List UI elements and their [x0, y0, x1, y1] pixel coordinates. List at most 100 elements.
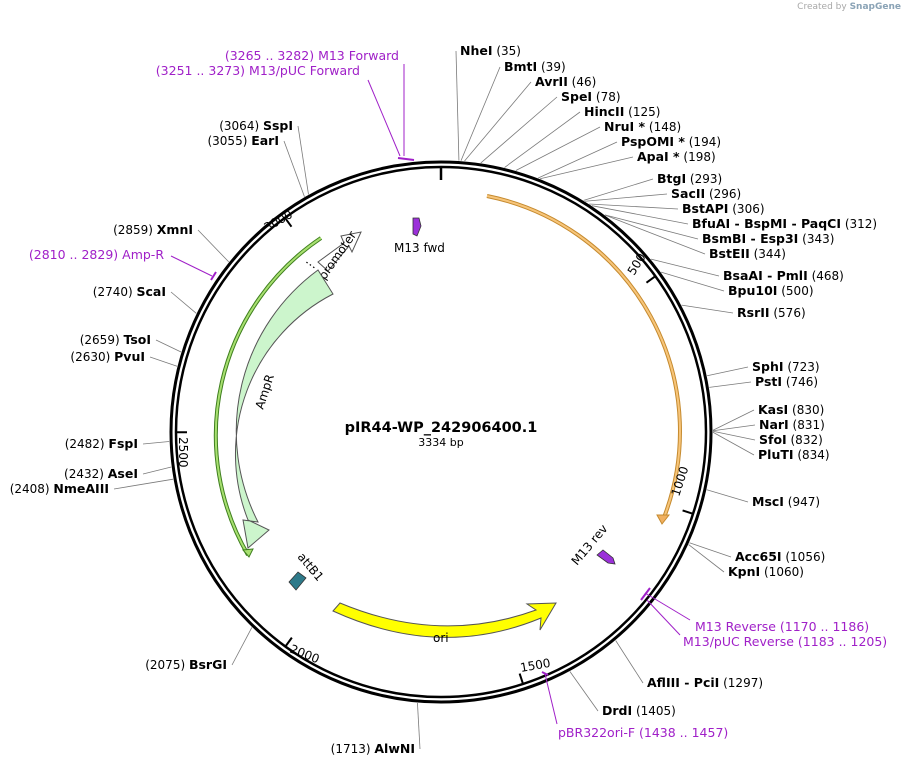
- site-leader: [709, 382, 751, 387]
- feature-ampr-label: AmpR: [253, 372, 277, 410]
- site-name: PvuI: [114, 349, 145, 364]
- insert-arc: [487, 196, 680, 520]
- site-name: BstEII: [709, 246, 750, 261]
- site-name: RsrII: [737, 305, 770, 320]
- primer-label: (3265 .. 3282) M13 Forward: [225, 48, 399, 63]
- primer-label: pBR322ori-F (1438 .. 1457): [558, 725, 728, 740]
- primer-name: pBR322ori-F: [558, 725, 639, 740]
- insert-arc-arrowhead: [657, 515, 669, 524]
- site-label: (2408) NmeAIII: [10, 481, 109, 496]
- site-leader: [504, 112, 580, 168]
- site-name: NheI: [460, 43, 493, 58]
- site-name: BsaAI - PmlI: [723, 268, 808, 283]
- site-position: (46): [568, 75, 596, 89]
- site-name: NarI: [759, 417, 789, 432]
- primer-range: (3251 .. 3273): [156, 63, 249, 78]
- amp-region-arrowhead: [243, 549, 253, 557]
- site-leader: [682, 305, 733, 313]
- primer-range: (1170 .. 1186): [780, 619, 869, 634]
- tick-label-1000: 1000: [669, 465, 692, 498]
- site-position: (2740): [93, 285, 137, 299]
- site-leader: [461, 67, 500, 161]
- site-leader: [150, 357, 177, 366]
- primer-label: M13/pUC Reverse (1183 .. 1205): [683, 634, 887, 649]
- site-name: EarI: [251, 133, 279, 148]
- site-position: (832): [787, 433, 823, 447]
- primer-label: (3251 .. 3273) M13/pUC Forward: [156, 63, 360, 78]
- site-label: SfoI (832): [759, 432, 823, 447]
- site-label: NheI (35): [460, 43, 521, 58]
- site-name: PspOMI *: [621, 134, 685, 149]
- site-leader: [538, 142, 617, 178]
- site-label: (2659) TsoI: [80, 332, 151, 347]
- tick-label-2500: 2500: [176, 437, 190, 468]
- primer-label: M13 Reverse (1170 .. 1186): [695, 619, 869, 634]
- site-name: Acc65I: [735, 549, 782, 564]
- site-position: (343): [798, 232, 834, 246]
- site-position: (831): [789, 418, 825, 432]
- site-label: MscI (947): [752, 494, 820, 509]
- site-position: (834): [794, 448, 830, 462]
- tick-mark-1500: [520, 674, 523, 684]
- site-name: SspI: [263, 118, 293, 133]
- site-label: PstI (746): [755, 374, 818, 389]
- site-leader: [570, 672, 598, 711]
- site-leader: [707, 490, 748, 502]
- primer-name: M13/pUC Forward: [249, 63, 360, 78]
- site-leader: [616, 641, 643, 683]
- site-leader: [465, 82, 531, 161]
- site-leader: [713, 425, 755, 431]
- site-name: NruI *: [604, 119, 646, 134]
- feature-m13-fwd-label: M13 fwd: [394, 241, 445, 255]
- site-name: SphI: [752, 359, 784, 374]
- site-position: (194): [685, 135, 721, 149]
- site-position: (2659): [80, 333, 124, 347]
- site-name: AflIII - PciI: [647, 675, 719, 690]
- tick-label-3000: 3000: [262, 207, 295, 234]
- site-label: AflIII - PciI (1297): [647, 675, 763, 690]
- site-leader: [707, 367, 748, 376]
- site-label: RsrII (576): [737, 305, 806, 320]
- site-leader: [585, 194, 667, 201]
- plasmid-length: 3334 bp: [418, 436, 463, 449]
- site-position: (2482): [65, 437, 109, 451]
- site-position: (125): [624, 105, 660, 119]
- site-position: (468): [808, 269, 844, 283]
- site-name: AvrII: [535, 74, 568, 89]
- site-position: (1297): [719, 676, 763, 690]
- site-label: SacII (296): [671, 186, 741, 201]
- site-label: NarI (831): [759, 417, 825, 432]
- site-name: KpnI: [728, 564, 760, 579]
- site-name: PstI: [755, 374, 782, 389]
- site-leader: [605, 215, 705, 254]
- site-label: Bpu10I (500): [728, 283, 814, 298]
- site-leader: [232, 627, 252, 665]
- site-label: (2432) AseI: [64, 466, 138, 481]
- feature-m13-fwd-arrow: [413, 218, 421, 236]
- site-position: (723): [784, 360, 820, 374]
- site-name: BmtI: [504, 59, 537, 74]
- site-label: SpeI (78): [561, 89, 621, 104]
- site-name: NmeAIII: [53, 481, 109, 496]
- site-label: KpnI (1060): [728, 564, 804, 579]
- tick-label-1500: 1500: [519, 656, 552, 675]
- primer-name: M13 Forward: [318, 48, 399, 63]
- site-position: (198): [680, 150, 716, 164]
- primer-leader-amp-r: [171, 256, 212, 276]
- site-position: (148): [645, 120, 681, 134]
- site-leader: [171, 292, 196, 313]
- label-group: NheI (35)BmtI (39)AvrII (46)SpeI (78)Hin…: [10, 43, 888, 756]
- site-label: PspOMI * (194): [621, 134, 721, 149]
- site-leader: [516, 127, 600, 171]
- site-name: AlwNI: [374, 741, 415, 756]
- site-label: SphI (723): [752, 359, 820, 374]
- site-position: (1405): [632, 704, 676, 718]
- feature-m13-rev-label: M13 rev: [569, 522, 611, 568]
- site-leader: [143, 441, 169, 444]
- site-name: BstAPI: [682, 201, 728, 216]
- site-label: BfuAI - BspMI - PaqCI (312): [692, 216, 877, 231]
- feature-ori-label: ori: [433, 631, 449, 645]
- site-position: (2630): [70, 350, 114, 364]
